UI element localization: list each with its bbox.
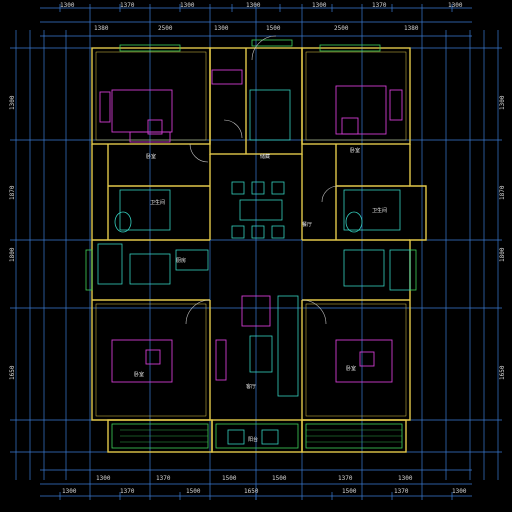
svg-text:1650: 1650 <box>499 365 506 380</box>
svg-text:1650: 1650 <box>9 365 16 380</box>
dimension-texts-right: 1300 1870 1800 1650 <box>499 95 506 380</box>
dimension-texts-top-outer: 1300 1370 1300 1300 1300 1370 1300 <box>60 2 463 9</box>
svg-text:1500: 1500 <box>272 475 287 482</box>
svg-text:1380: 1380 <box>404 25 419 32</box>
svg-text:2500: 2500 <box>158 25 173 32</box>
svg-text:1500: 1500 <box>342 488 357 495</box>
svg-text:1800: 1800 <box>499 247 506 262</box>
svg-text:1370: 1370 <box>120 2 135 9</box>
svg-text:1300: 1300 <box>9 95 16 110</box>
svg-text:1300: 1300 <box>180 2 195 9</box>
svg-text:1300: 1300 <box>62 488 77 495</box>
svg-text:1500: 1500 <box>222 475 237 482</box>
svg-text:卧室: 卧室 <box>134 371 144 378</box>
svg-text:1370: 1370 <box>156 475 171 482</box>
svg-text:1800: 1800 <box>9 247 16 262</box>
svg-text:阳台: 阳台 <box>248 436 258 443</box>
fixtures <box>97 89 411 445</box>
svg-text:1300: 1300 <box>452 488 467 495</box>
svg-text:储藏: 储藏 <box>260 153 270 160</box>
dimension-texts-left: 1300 1870 1800 1650 <box>9 95 16 380</box>
svg-text:1380: 1380 <box>94 25 109 32</box>
svg-text:1300: 1300 <box>448 2 463 9</box>
svg-text:客厅: 客厅 <box>246 383 256 390</box>
svg-text:1370: 1370 <box>372 2 387 9</box>
dimension-texts-top-inner: 1380 2500 1300 1500 2500 1380 <box>94 25 419 32</box>
svg-text:1650: 1650 <box>244 488 259 495</box>
svg-text:1870: 1870 <box>499 185 506 200</box>
svg-text:1500: 1500 <box>186 488 201 495</box>
svg-text:1300: 1300 <box>499 95 506 110</box>
svg-text:1300: 1300 <box>246 2 261 9</box>
svg-text:餐厅: 餐厅 <box>302 221 312 228</box>
svg-text:卫生间: 卫生间 <box>150 199 165 206</box>
svg-text:卧室: 卧室 <box>350 147 360 154</box>
svg-text:卧室: 卧室 <box>346 365 356 372</box>
svg-text:2500: 2500 <box>334 25 349 32</box>
furniture <box>99 69 403 383</box>
svg-text:1370: 1370 <box>338 475 353 482</box>
svg-text:卧室: 卧室 <box>146 153 156 160</box>
svg-text:1300: 1300 <box>96 475 111 482</box>
dimension-texts-bottom-outer: 1300 1370 1500 1650 1500 1370 1300 <box>62 488 467 495</box>
svg-text:卫生间: 卫生间 <box>372 207 387 214</box>
door-swings <box>185 35 339 325</box>
room-labels: 卧室 卧室 卫生间 厨房 餐厅 卫生间 客厅 卧室 卧室 储藏 阳台 <box>134 147 387 443</box>
svg-text:1300: 1300 <box>60 2 75 9</box>
dimension-texts-bottom-inner: 1300 1370 1500 1500 1370 1300 <box>96 475 413 482</box>
svg-text:1300: 1300 <box>214 25 229 32</box>
svg-text:1300: 1300 <box>398 475 413 482</box>
svg-text:1500: 1500 <box>266 25 281 32</box>
svg-text:1870: 1870 <box>9 185 16 200</box>
svg-text:1370: 1370 <box>120 488 135 495</box>
svg-text:1300: 1300 <box>312 2 327 9</box>
svg-text:1370: 1370 <box>394 488 409 495</box>
svg-text:厨房: 厨房 <box>176 257 186 264</box>
